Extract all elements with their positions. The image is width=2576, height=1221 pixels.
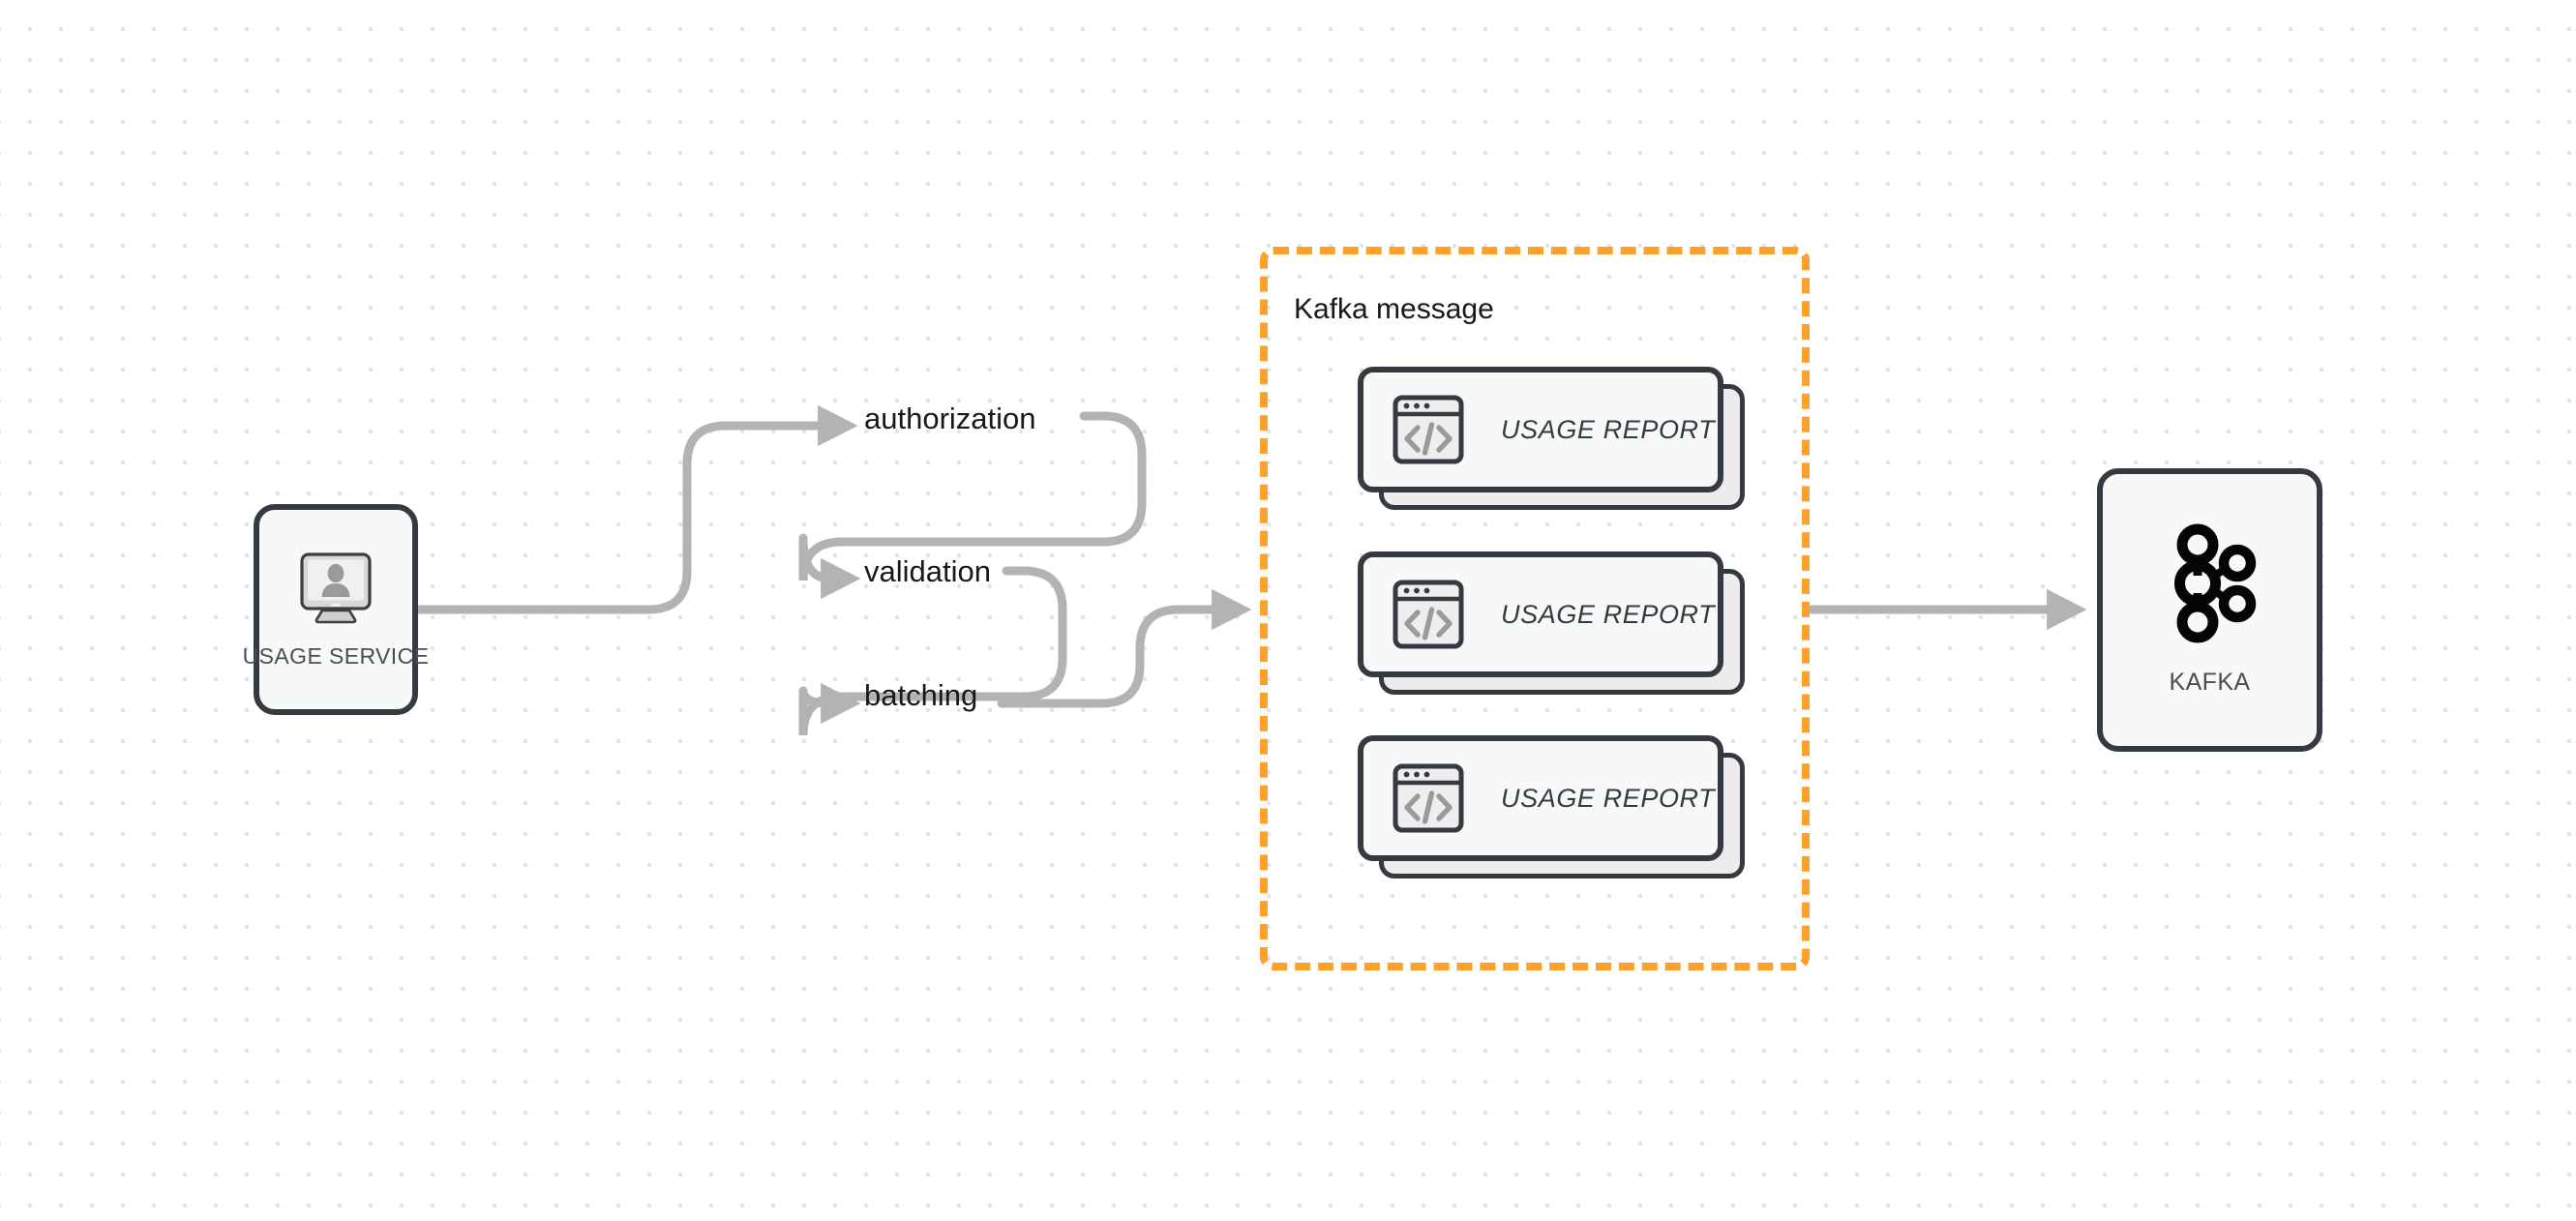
monitor-user-icon [300,551,372,623]
node-kafka[interactable]: KAFKA [2097,468,2322,752]
usage-report-card-front: USAGE REPORT [1358,367,1723,492]
usage-report-card[interactable]: USAGE REPORT [1358,735,1745,879]
process-label-batching: batching [864,678,978,712]
usage-report-card-label: USAGE REPORT [1501,414,1716,444]
kafka-logo-icon [2173,523,2256,643]
group-kafka-message[interactable] [1260,247,1810,970]
usage-report-card[interactable]: USAGE REPORT [1358,551,1745,695]
node-kafka-label: KAFKA [2169,669,2251,696]
edge-batching-to-kafka-message [997,588,1252,708]
usage-report-card-front: USAGE REPORT [1358,735,1723,861]
usage-report-card-front: USAGE REPORT [1358,551,1723,677]
code-window-icon [1393,580,1464,649]
usage-report-card[interactable]: USAGE REPORT [1358,367,1745,510]
process-label-validation: validation [864,554,991,588]
code-window-icon [1393,395,1464,464]
usage-report-card-label: USAGE REPORT [1501,599,1716,629]
process-label-authorization: authorization [864,402,1036,435]
code-window-icon [1393,763,1464,833]
edge-usage-service-to-authorization [413,404,858,614]
usage-report-card-label: USAGE REPORT [1501,783,1716,813]
node-usage-service-label: USAGE SERVICE [242,642,430,669]
group-kafka-message-title: Kafka message [1294,293,1494,325]
edge-authorization-to-validation-arrow [798,533,861,600]
edge-validation-to-batching-arrow [798,682,861,725]
node-usage-service[interactable]: USAGE SERVICE [243,504,429,715]
